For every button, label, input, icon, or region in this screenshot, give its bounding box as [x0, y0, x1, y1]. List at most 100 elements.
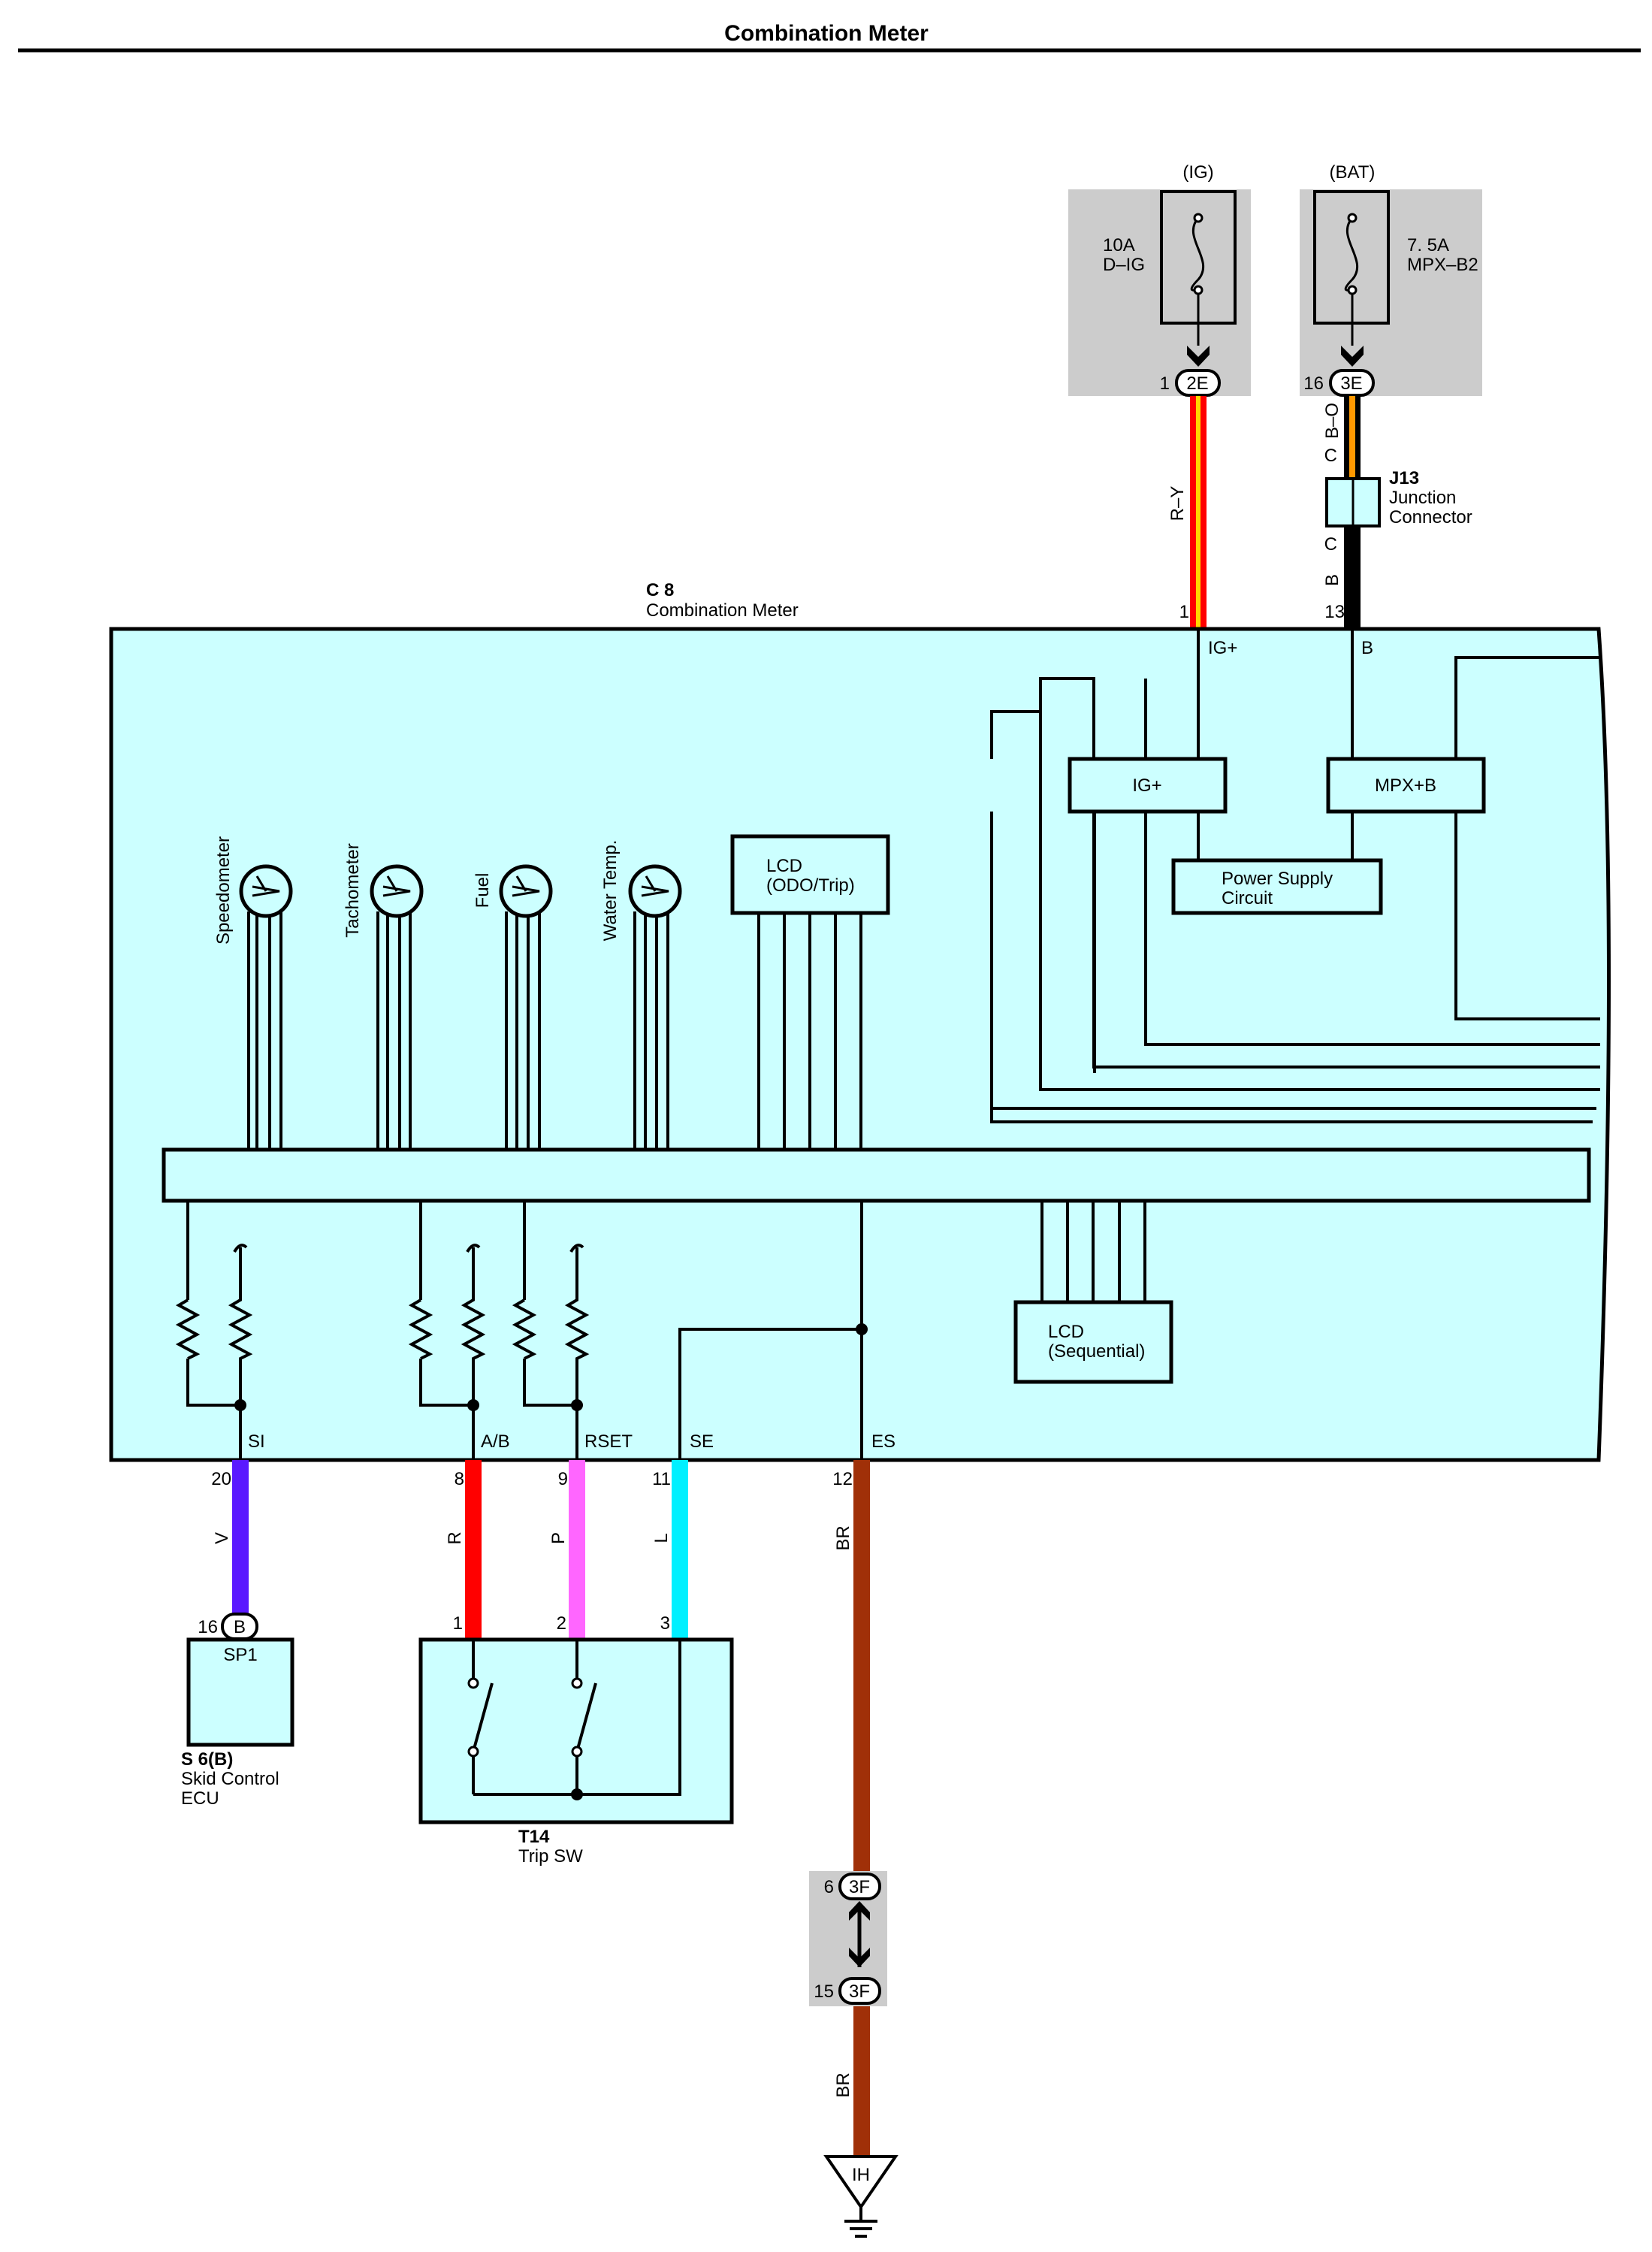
internal-bus	[162, 1147, 1591, 1203]
wire-label-b-o: B–O	[1322, 403, 1342, 439]
gauge-speedometer	[239, 864, 293, 1150]
meter-terminal-b: B	[1361, 638, 1373, 658]
ground-connector-bottom-pin: 15	[814, 1981, 834, 2002]
label-fuel: Fuel	[473, 873, 493, 908]
meter-id: C 8	[646, 580, 674, 600]
trip-sw-pin1: 1	[453, 1613, 463, 1634]
fuse-bat: (BAT) 7. 5A MPX–B2 3E 16	[1300, 162, 1482, 397]
skid-pin: 16	[198, 1617, 218, 1637]
meter-pin-b: 13	[1324, 602, 1345, 622]
wire-label-br-lower: BR	[833, 2072, 853, 2097]
meter-pin-ig: 1	[1179, 602, 1189, 622]
ground-connector-top-id: 3F	[849, 1877, 870, 1897]
fuse-ig-source: (IG)	[1182, 162, 1213, 183]
junction-dots	[234, 1323, 868, 1411]
fuse-ig-connector-arrow-icon	[1187, 346, 1210, 367]
pin-si: 20	[211, 1469, 231, 1489]
ground-label: IH	[852, 2165, 870, 2185]
block-power-supply-line2: Circuit	[1222, 888, 1273, 908]
junction-id: J13	[1389, 468, 1419, 488]
wire-label-v: V	[212, 1532, 232, 1544]
fuse-bat-terminal-top	[1347, 213, 1358, 223]
terminal-rset: RSET	[584, 1431, 633, 1452]
ground-connector-link-icon	[849, 1901, 870, 1967]
junction-connector-j13	[1325, 477, 1381, 527]
pin-es: 12	[832, 1469, 853, 1489]
wire-b	[1344, 526, 1361, 629]
trip-sw-contacts	[472, 1640, 681, 1796]
meter-name: Combination Meter	[646, 600, 799, 621]
pin-ab: 8	[455, 1469, 464, 1489]
pin-se: 11	[652, 1469, 671, 1489]
wire-label-b: B	[1322, 574, 1342, 586]
wire-label-p: P	[548, 1532, 569, 1544]
wire-label-l: L	[651, 1533, 672, 1543]
trip-sw-pin2: 2	[557, 1613, 566, 1634]
power-internal-wires	[990, 629, 1600, 1123]
fuse-ig: (IG) 10A D–IG 2E 1	[1068, 162, 1251, 397]
lcd-odo-trip	[730, 834, 890, 1150]
skid-ecu-box	[186, 1637, 294, 1747]
fuse-bat-pin: 16	[1303, 373, 1324, 394]
trip-sw-name: Trip SW	[518, 1846, 583, 1867]
meter-terminal-ig: IG+	[1208, 638, 1237, 658]
ground-connector-bottom-id: 3F	[849, 1981, 870, 2002]
label-speedometer: Speedometer	[213, 836, 234, 945]
block-power-supply	[1171, 858, 1383, 915]
fuse-ig-connector-id: 2E	[1186, 373, 1208, 394]
fuse-bat-connector-id: 3E	[1340, 373, 1362, 394]
fuse-bat-source: (BAT)	[1330, 162, 1376, 183]
pin-rset: 9	[558, 1469, 568, 1489]
terminal-si: SI	[248, 1431, 265, 1452]
junction-label-line2: Connector	[1389, 507, 1472, 527]
terminal-se: SE	[690, 1431, 714, 1452]
fuse-ig-name: D–IG	[1103, 255, 1145, 275]
skid-connector-id: B	[234, 1617, 246, 1637]
wire-b-o	[1344, 396, 1361, 479]
lcd-odo-label-2: (ODO/Trip)	[766, 875, 855, 896]
gauge-water-temp	[628, 864, 682, 1150]
fuse-bat-connector-arrow-icon	[1341, 346, 1364, 367]
label-tachometer: Tachometer	[343, 843, 363, 937]
lcd-seq-label-2: (Sequential)	[1048, 1341, 1145, 1362]
wire-r-y	[1190, 396, 1207, 629]
fuse-bat-connector	[1329, 369, 1375, 397]
skid-label-line1: Skid Control	[181, 1769, 279, 1789]
label-water-temp: Water Temp.	[600, 840, 621, 942]
fuse-bat-amp: 7. 5A	[1407, 235, 1449, 255]
wire-label-r: R	[445, 1531, 465, 1544]
fuse-ig-amp: 10A	[1103, 235, 1135, 255]
fuse-ig-background	[1068, 189, 1251, 396]
skid-terminal: SP1	[223, 1645, 257, 1665]
block-power-supply-line1: Power Supply	[1222, 869, 1333, 889]
wire-v	[232, 1460, 249, 1616]
block-mpx-b-label: MPX+B	[1375, 775, 1436, 796]
lcd-odo-label-1: LCD	[766, 856, 802, 876]
fuse-ig-pin: 1	[1160, 373, 1170, 394]
terminal-ab: A/B	[481, 1431, 510, 1452]
skid-label-line2: ECU	[181, 1788, 219, 1809]
wire-l	[672, 1460, 688, 1638]
junction-label-line1: Junction	[1389, 488, 1456, 508]
gauge-tachometer	[370, 864, 424, 1150]
block-ig-plus-label: IG+	[1132, 775, 1161, 796]
fuse-bat-background	[1300, 189, 1482, 396]
wire-br-lower	[853, 2006, 870, 2157]
wire-p	[569, 1460, 585, 1638]
wire-r	[465, 1460, 482, 1638]
junction-pin-top: C	[1324, 446, 1337, 466]
fuse-bat-name: MPX–B2	[1407, 255, 1478, 275]
block-ig-plus	[1068, 757, 1228, 814]
lcd-sequential	[1013, 1201, 1173, 1384]
wire-label-r-y: R–Y	[1167, 486, 1188, 521]
wire-label-br-upper: BR	[833, 1525, 853, 1550]
ground-connector-bottom	[838, 1977, 881, 2005]
ground-icon	[823, 2155, 898, 2238]
block-mpx-b	[1326, 757, 1486, 814]
terminal-es: ES	[871, 1431, 895, 1452]
skid-id: S 6(B)	[181, 1749, 233, 1770]
fuse-ig-terminal-bottom	[1193, 285, 1204, 295]
fuse-ig-terminal-top	[1193, 213, 1204, 223]
junction-pin-bottom: C	[1324, 534, 1337, 555]
